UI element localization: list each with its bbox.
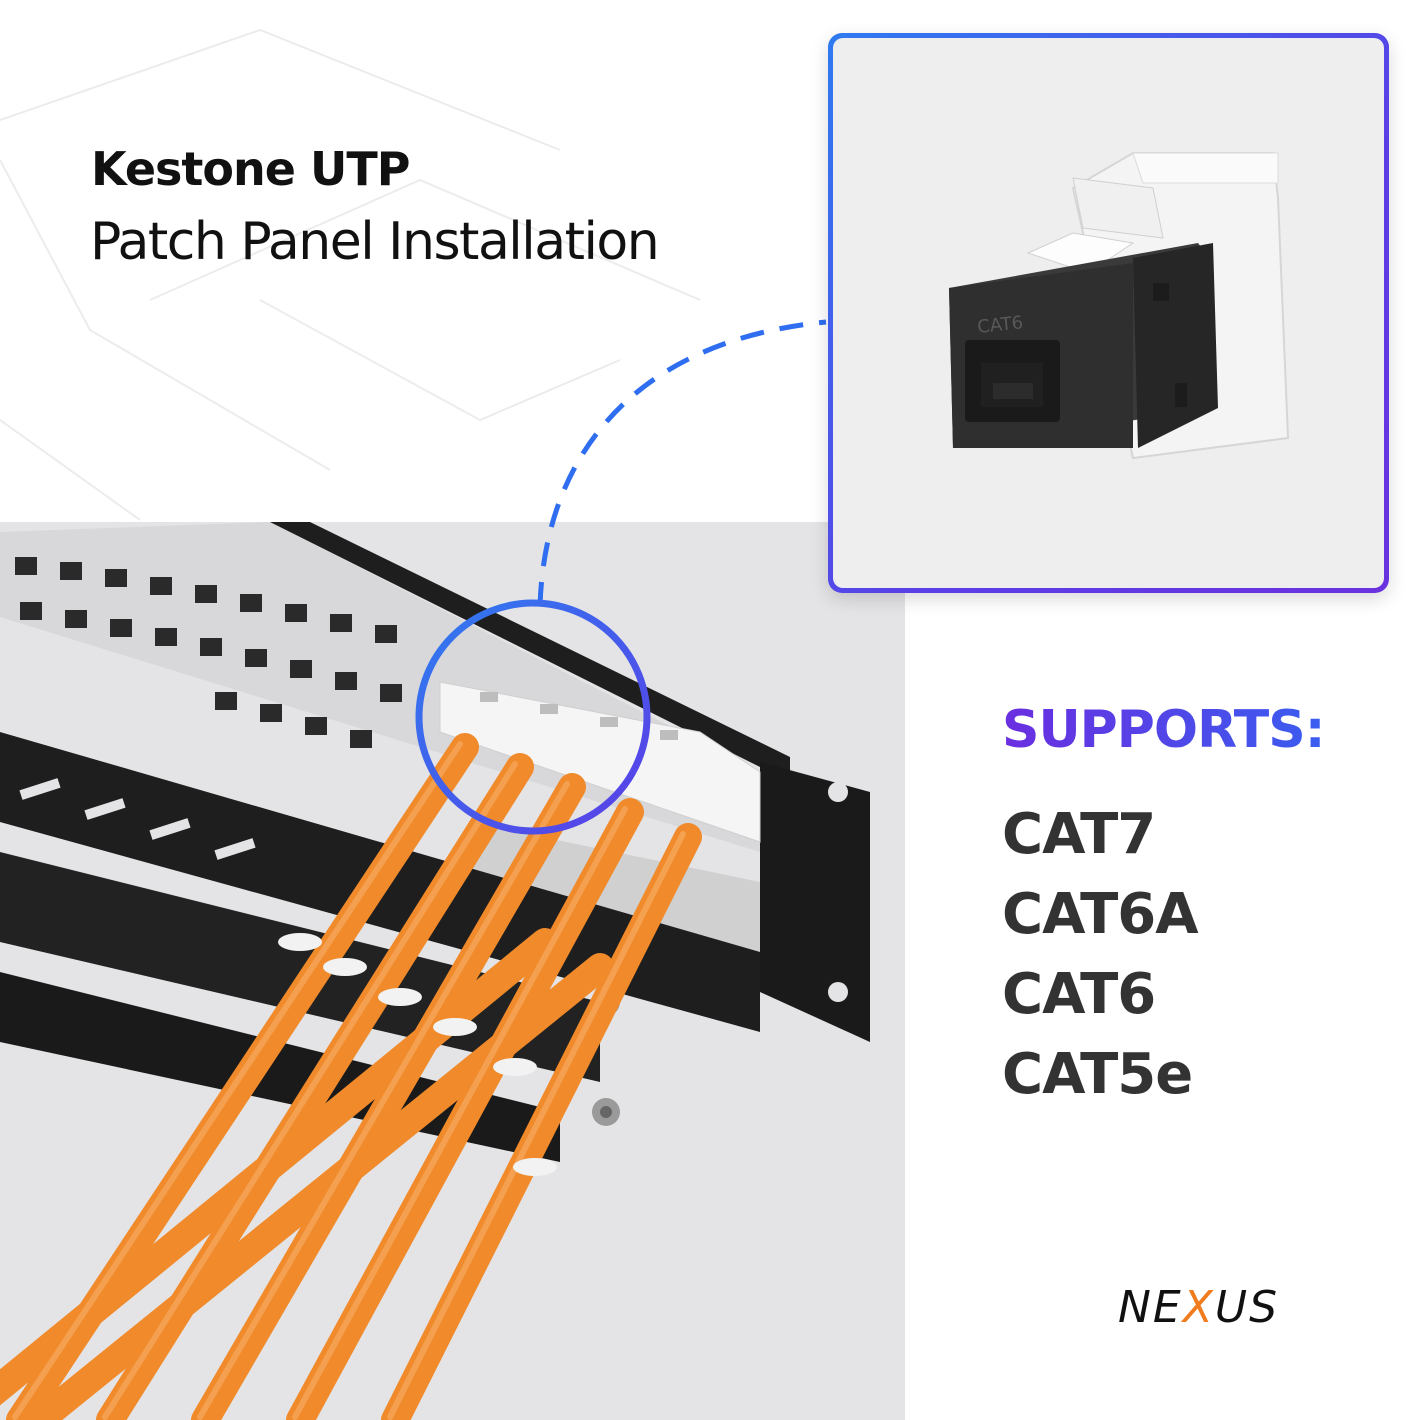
svg-text:NEXUS: NEXUS	[1118, 1282, 1279, 1332]
category-item: CAT6A	[1002, 882, 1199, 947]
supports-title: SUPPORTS:	[1002, 700, 1326, 760]
supported-categories-list: CAT7 CAT6A CAT6 CAT5e	[1002, 795, 1199, 1115]
brand-logo: NEXUS	[1118, 1282, 1279, 1332]
heading-line-1: Kestone UTP	[91, 142, 410, 196]
jack-label: CAT6	[976, 312, 1024, 338]
patch-panel-photo	[0, 522, 905, 1420]
category-item: CAT7	[1002, 802, 1156, 867]
heading-line-2: Patch Panel Installation	[90, 212, 660, 272]
category-item: CAT5e	[1002, 1042, 1193, 1107]
keystone-jack-icon: CAT6	[949, 152, 1290, 460]
category-item: CAT6	[1002, 962, 1156, 1027]
zoom-detail-card: CAT6	[828, 33, 1389, 593]
